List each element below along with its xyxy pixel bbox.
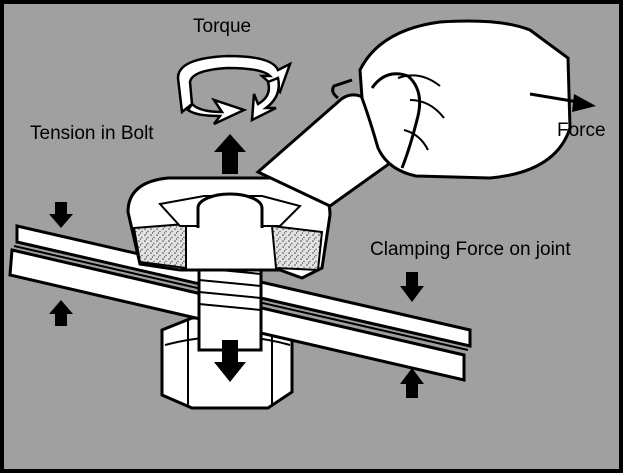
hand-icon xyxy=(358,19,572,180)
arrow-down-icon xyxy=(214,340,246,382)
torque-label: Torque xyxy=(193,16,252,37)
torque-rotation-icon xyxy=(176,54,293,126)
clamping-force-label: Clamping Force on joint xyxy=(370,239,571,260)
arrow-down-icon xyxy=(49,202,73,228)
force-label: Force xyxy=(557,120,606,141)
bolt-head xyxy=(196,192,264,228)
arrow-up-icon xyxy=(49,300,73,326)
arrow-right-icon xyxy=(529,92,596,112)
arrow-up-icon xyxy=(214,134,246,174)
arrow-up-icon xyxy=(400,368,424,398)
arrow-down-icon xyxy=(400,272,424,302)
tension-in-bolt-label: Tension in Bolt xyxy=(30,123,154,144)
